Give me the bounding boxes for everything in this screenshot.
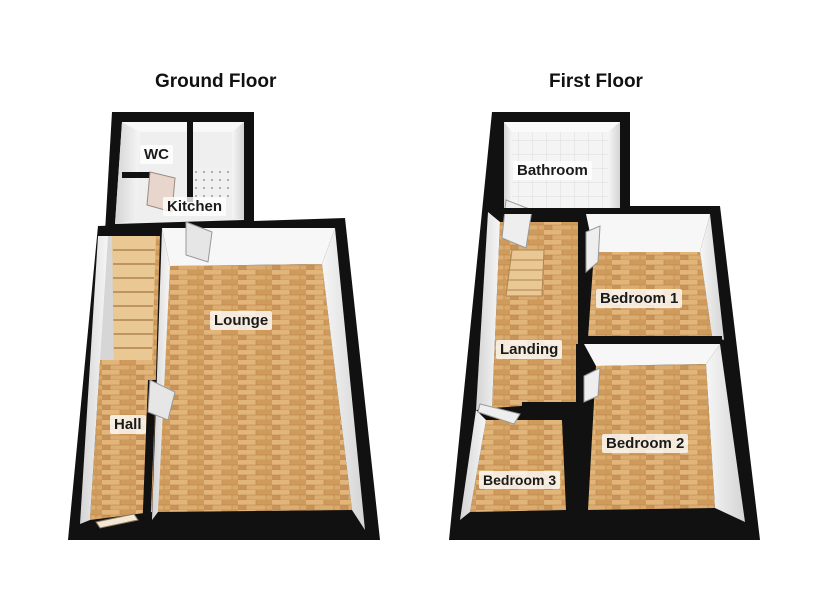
lounge-floor bbox=[158, 264, 352, 512]
first-floor-plan bbox=[449, 112, 760, 540]
ground-floor-title: Ground Floor bbox=[155, 71, 277, 92]
room-label-bathroom: Bathroom bbox=[513, 161, 592, 180]
room-label-lounge: Lounge bbox=[210, 311, 273, 330]
room-label-wc: WC bbox=[140, 145, 173, 164]
room-label-hall: Hall bbox=[110, 415, 146, 434]
room-label-bedroom1: Bedroom 1 bbox=[596, 289, 683, 308]
first-floor-title: First Floor bbox=[549, 71, 643, 92]
first-stairs bbox=[505, 249, 545, 297]
ground-floor-plan bbox=[68, 112, 380, 540]
ground-stairs bbox=[100, 236, 156, 360]
room-label-kitchen: Kitchen bbox=[163, 197, 227, 216]
bedroom3-floor bbox=[470, 420, 566, 512]
wc-tile-floor bbox=[192, 168, 240, 198]
room-label-landing: Landing bbox=[496, 340, 563, 359]
room-label-bedroom3: Bedroom 3 bbox=[479, 471, 561, 489]
room-label-bedroom2: Bedroom 2 bbox=[602, 434, 689, 453]
